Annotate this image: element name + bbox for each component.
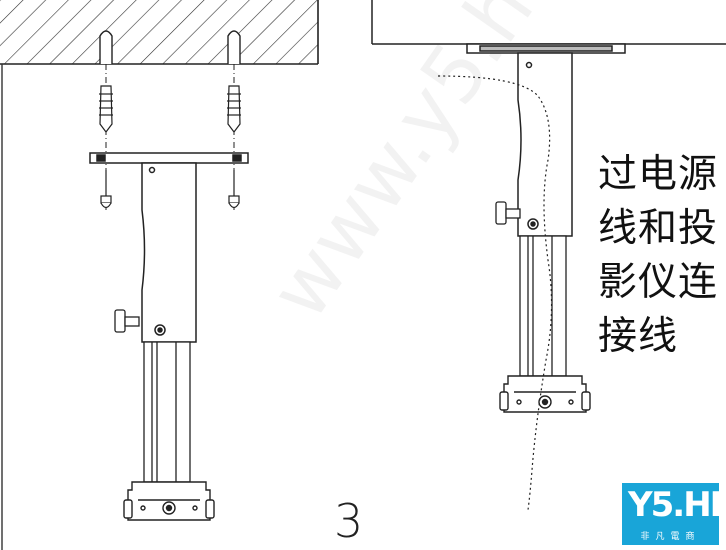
caption-line: 线和投 [598, 206, 719, 251]
mounting-plate-right [466, 43, 626, 54]
projector-bracket-left [123, 481, 215, 521]
brand-logo-text: Y5.HK [628, 485, 726, 525]
cable-instruction-caption: 过电源 线和投 影仪连 接线 [598, 148, 718, 364]
caption-line: 过电源 [598, 152, 719, 197]
brand-logo-subtitle: 非凡電商 [640, 532, 701, 542]
lower-rail-left [143, 341, 191, 483]
step-number: 3 [334, 494, 364, 548]
mounting-plate [89, 152, 249, 164]
lower-rail-right [519, 235, 567, 377]
screw-left [100, 170, 112, 209]
upper-tube-left [141, 162, 197, 343]
screw-right [228, 170, 240, 209]
expansion-anchor-right [227, 85, 241, 133]
lock-knob-right [495, 201, 521, 225]
ceiling-bolt-holes [99, 30, 241, 64]
lock-knob-left [114, 309, 140, 333]
brand-logo: Y5.HK 非凡電商 [622, 483, 726, 545]
upper-tube-right [517, 52, 573, 237]
ceiling-block [0, 0, 319, 65]
caption-line: 影仪连 [598, 260, 719, 305]
projector-bracket-right [499, 375, 591, 413]
cable-route [437, 75, 553, 511]
expansion-anchor-left [99, 85, 113, 133]
caption-line: 接线 [598, 314, 679, 359]
